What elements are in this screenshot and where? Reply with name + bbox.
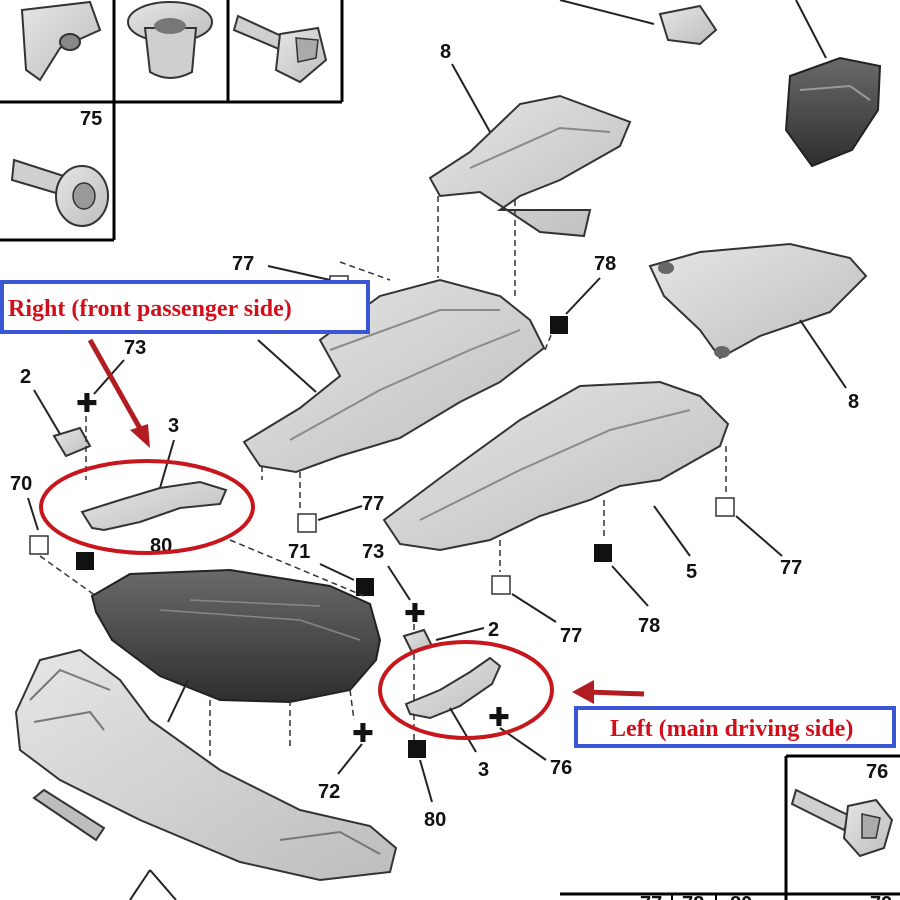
ref-label-72: 72 — [318, 781, 340, 803]
ref-label-71: 71 — [288, 541, 310, 563]
shield-part-8-top — [428, 94, 632, 238]
engine-undertray-part-9 — [90, 568, 382, 704]
small-bracket-top — [559, 0, 718, 46]
shield-part-8-right — [648, 242, 868, 360]
trim-strip-part — [32, 788, 106, 842]
ref-label-70: 70 — [10, 473, 32, 495]
underbody-shield-part-1 — [242, 278, 546, 474]
ref-label-8-top: 8 — [440, 41, 451, 63]
annotation-left-text: Left (main driving side) — [610, 716, 854, 742]
annotation-right-side: Right (front passenger side) — [0, 280, 370, 334]
bracket-part-3-b — [404, 656, 502, 720]
square-marker-77-c — [491, 575, 511, 595]
clip-part-2-a — [52, 426, 92, 458]
annotation-left-side: Left (main driving side) — [574, 706, 896, 748]
square-marker-77-d — [715, 497, 735, 517]
rivet-nut-icon — [127, 1, 213, 79]
push-rivet-75-icon — [10, 158, 109, 227]
ref-label-73-b: 73 — [362, 541, 384, 563]
square-marker-78-b — [594, 544, 612, 562]
ref-label-73-a: 73 — [124, 337, 146, 359]
ref-label-80-b: 80 — [424, 809, 446, 831]
ref-label-2-a: 2 — [20, 366, 31, 388]
bottom-table-cell: 78 — [682, 893, 704, 900]
ref-label-2-b: 2 — [488, 619, 499, 641]
ref-label-78-a: 78 — [594, 253, 616, 275]
square-marker-77-b — [297, 513, 317, 533]
underbody-shield-part-5 — [382, 380, 730, 552]
ref-label-77-a: 77 — [232, 253, 254, 275]
arrow-right-side — [87, 338, 150, 448]
bottom-table-cells — [671, 894, 717, 900]
ref-label-76: 76 — [550, 757, 572, 779]
plus-marker-76: ✚ — [488, 703, 510, 733]
ref-label-77-d: 77 — [780, 557, 802, 579]
bottom-table-cell: 79 — [870, 893, 892, 900]
arrow-left-side — [572, 680, 645, 704]
screw-icon — [232, 14, 328, 84]
highlight-ellipse-left — [378, 640, 554, 740]
plus-marker-73-b: ✚ — [404, 599, 426, 629]
annotation-right-text: Right (front passenger side) — [8, 296, 292, 322]
square-marker-71 — [356, 578, 374, 596]
ref-label-75: 75 — [80, 108, 102, 130]
ref-label-3-a: 3 — [168, 415, 179, 437]
bottom-table-cell: 77 — [640, 893, 662, 900]
square-marker-70 — [29, 535, 49, 555]
bottom-table-cell: 80 — [730, 893, 752, 900]
bracket-part-3-a — [80, 480, 228, 532]
ref-label-78-b: 78 — [638, 615, 660, 637]
ref-label-8-right: 8 — [848, 391, 859, 413]
plus-marker-73-a: ✚ — [76, 389, 98, 419]
ref-label-76-inset: 76 — [866, 761, 888, 783]
square-marker-80-b — [408, 740, 426, 758]
ref-label-3-b: 3 — [478, 759, 489, 781]
fastener-inset-grid — [0, 0, 344, 242]
square-marker-78-a — [550, 316, 568, 334]
ref-label-5: 5 — [686, 561, 697, 583]
square-marker-80-a — [76, 552, 94, 570]
highlight-ellipse-right — [39, 459, 255, 555]
wheel-arch-liner-part — [784, 0, 882, 168]
ref-label-77-c: 77 — [560, 625, 582, 647]
screw-76-icon — [790, 788, 894, 858]
clip-nut-icon — [20, 0, 102, 82]
plus-marker-72: ✚ — [352, 719, 374, 749]
front-bumper-lower-part — [14, 648, 398, 882]
ref-label-77-b: 77 — [362, 493, 384, 515]
